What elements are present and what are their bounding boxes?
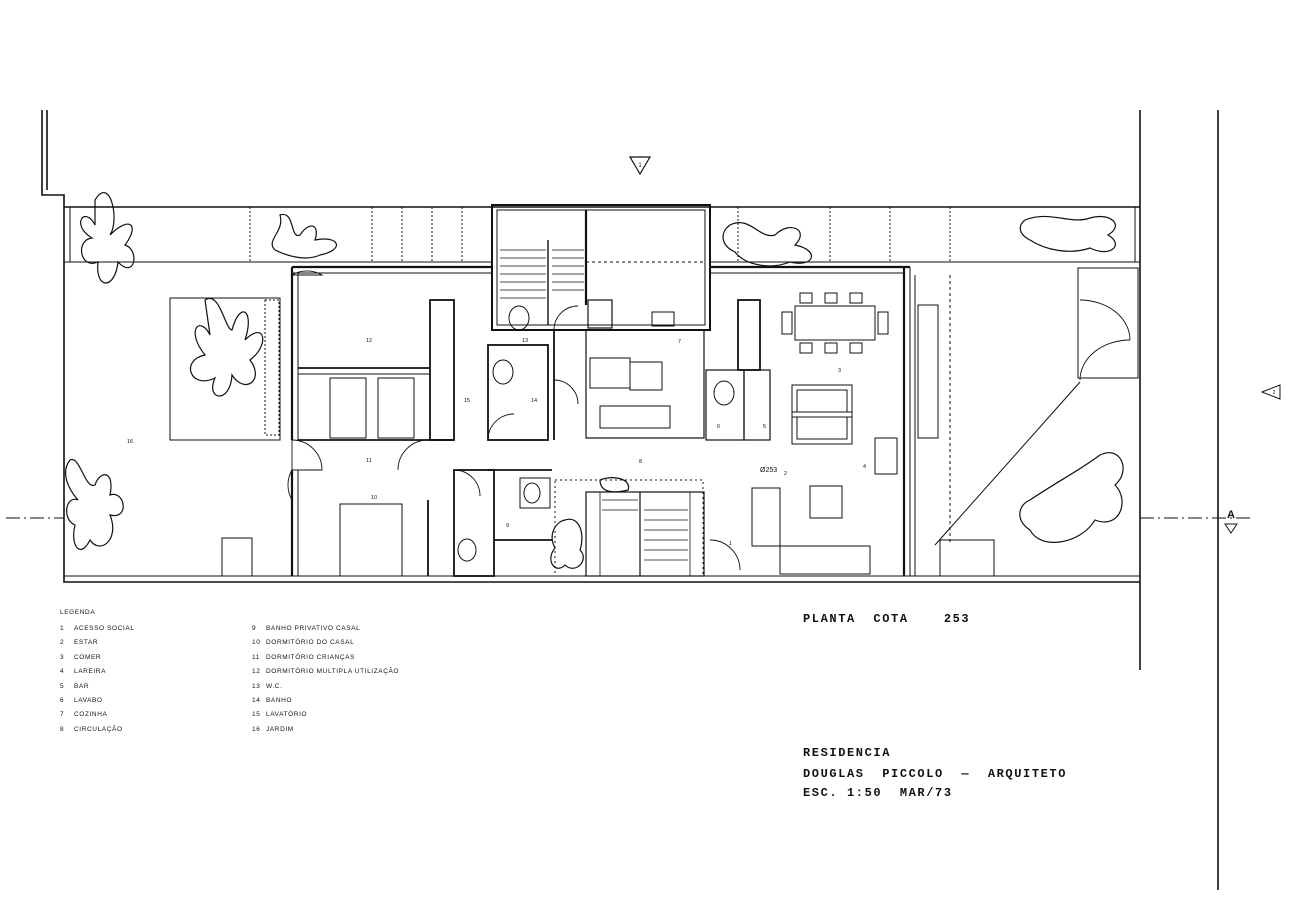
level-mark: Ø253 [760,467,777,474]
interior-partitions [298,299,771,577]
plan-title: PLANTA COTA 253 [803,612,970,631]
stair-treads [500,249,584,299]
garden-plants [64,192,1124,569]
room-label-8: 8 [639,459,642,465]
room-label-9: 9 [506,523,509,529]
room-label-2: 2 [784,471,787,477]
room-label-10: 10 [371,495,377,501]
room-label-7: 7 [678,339,681,345]
room-label-15: 15 [464,398,470,404]
room-label-3: 3 [838,368,841,374]
room-label-6: 6 [717,424,720,430]
north-marker: 1 [628,156,652,176]
scale-date: ESC. 1:50 MAR/73 [803,786,953,800]
house-walls [290,204,911,576]
room-label-13: 13 [522,338,528,344]
room-label-14: 14 [531,398,537,404]
project-name: RESIDENCIA [803,746,892,760]
section-marker-label: A [1227,509,1235,521]
east-marker: 2 [1260,384,1281,400]
project-title-block: RESIDENCIA DOUGLAS PICCOLO — ARQUITETO E… [803,746,1067,805]
room-label-12: 12 [366,338,372,344]
room-label-16: 16 [127,439,133,445]
room-labels: 1 2 3 4 5 6 7 8 9 10 11 12 13 14 15 16 [127,338,866,547]
room-label-5: 5 [763,424,766,430]
architect-name: DOUGLAS PICCOLO — ARQUITETO [803,767,1068,781]
room-label-4: 4 [863,464,866,470]
room-label-11: 11 [366,458,372,464]
furniture [264,292,939,577]
room-label-1: 1 [729,541,732,547]
north-marker-label: 1 [638,163,642,169]
door-swings [287,270,1131,571]
plan-title-text: PLANTA COTA 253 [803,612,971,626]
section-line [6,517,1250,534]
east-marker-label: 2 [1273,390,1276,396]
lower-stair [599,492,691,576]
legend-heading: LEGENDA [60,609,96,616]
garden-strip [64,206,1140,263]
